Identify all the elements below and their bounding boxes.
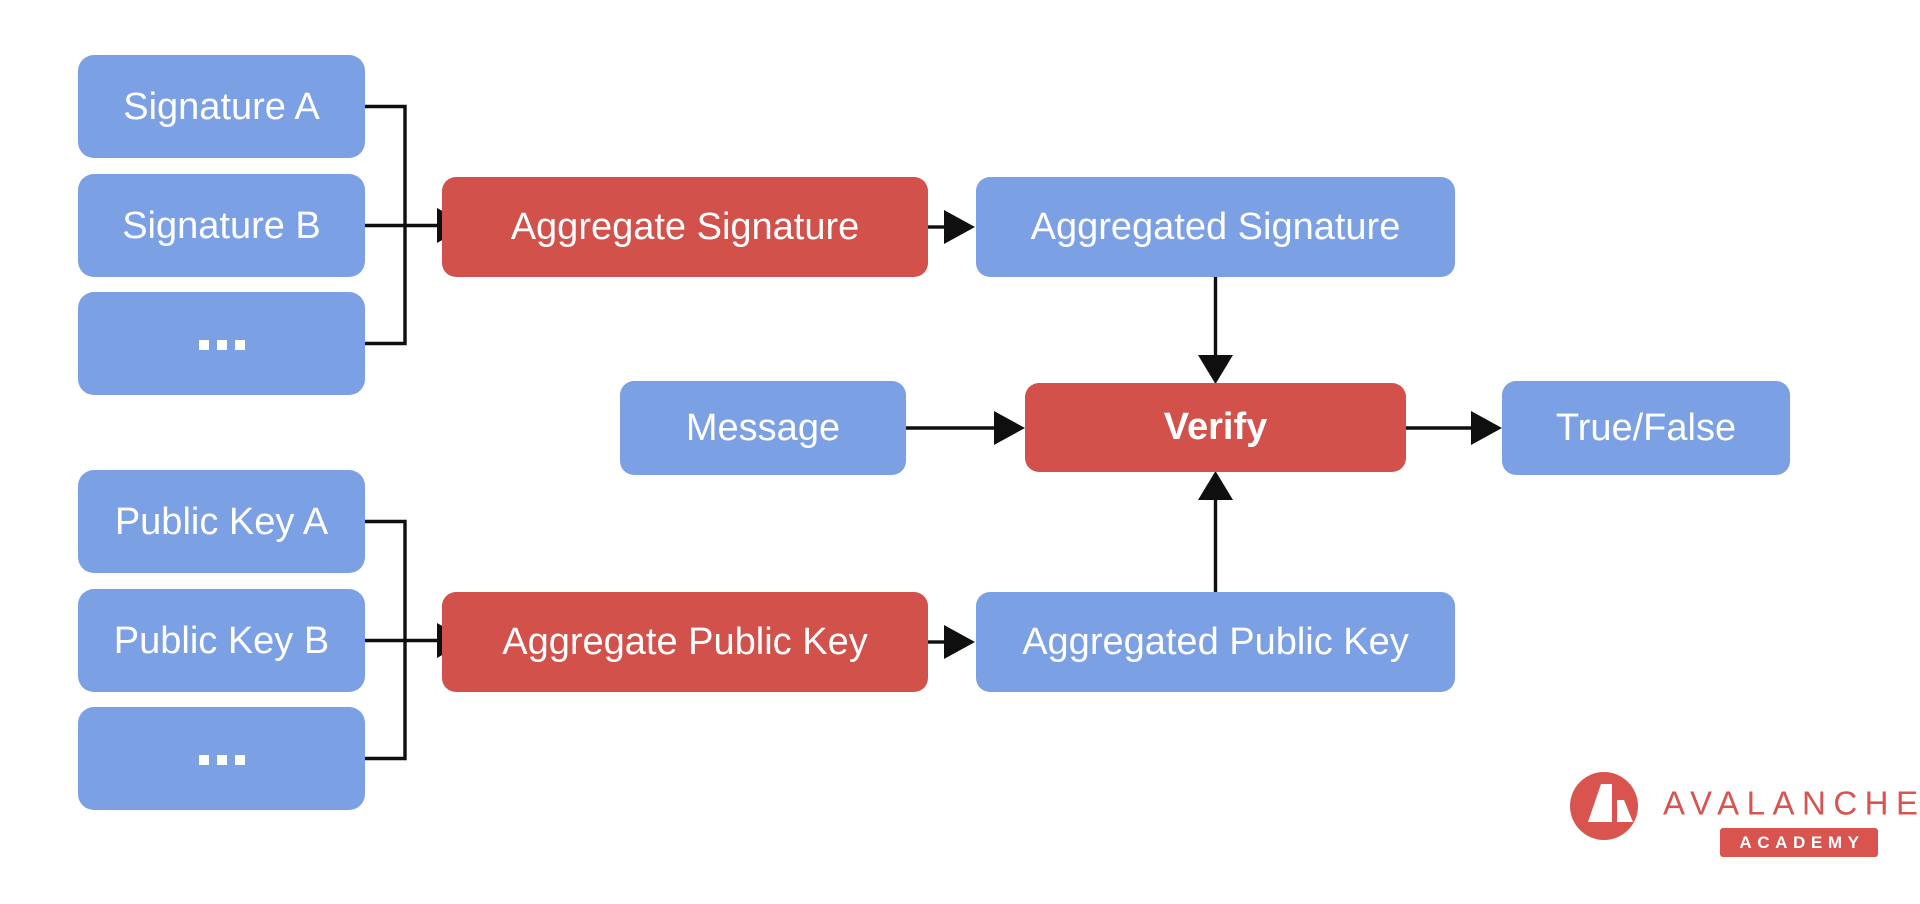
avalanche-logo-mark-icon <box>1570 772 1638 840</box>
node-signature-b[interactable]: Signature B <box>78 174 365 277</box>
node-public-key-b-label: Public Key B <box>114 620 329 662</box>
node-aggregate-public-key[interactable]: Aggregate Public Key <box>442 592 928 692</box>
node-public-key-b[interactable]: Public Key B <box>78 589 365 692</box>
node-public-key-b-shape[interactable] <box>78 589 365 692</box>
node-aggregate-public-key-label: Aggregate Public Key <box>502 621 867 663</box>
edge-aggregated-pk-to-verify <box>1198 471 1233 592</box>
node-verify-label: Verify <box>1164 406 1268 448</box>
node-signature-b-label: Signature B <box>122 205 321 247</box>
ellipsis-icon <box>199 755 245 765</box>
node-true-false[interactable]: True/False <box>1502 381 1790 475</box>
node-verify-shape[interactable] <box>1025 383 1406 472</box>
node-signature-a[interactable]: Signature A <box>78 55 365 158</box>
avalanche-academy-logo[interactable]: AVALANCHE ACADEMY <box>1570 772 1920 857</box>
node-signature-b-shape[interactable] <box>78 174 365 277</box>
arrow-head-icon <box>1198 355 1233 384</box>
node-aggregate-signature-label: Aggregate Signature <box>511 206 860 248</box>
node-true-false-shape[interactable] <box>1502 381 1790 475</box>
arrow-head-icon <box>944 625 975 659</box>
arrow-head-icon <box>1471 411 1502 445</box>
node-verify[interactable]: Verify <box>1025 383 1406 472</box>
arrow-head-icon <box>1198 471 1233 500</box>
edge-aggregate-to-aggregated-pk <box>928 625 975 659</box>
node-aggregated-public-key[interactable]: Aggregated Public Key <box>976 592 1455 692</box>
node-signature-a-label: Signature A <box>123 86 320 128</box>
avalanche-wordmark: AVALANCHE <box>1663 785 1920 822</box>
node-aggregated-public-key-label: Aggregated Public Key <box>1022 621 1409 663</box>
node-signature-a-shape[interactable] <box>78 55 365 158</box>
arrow-head-icon <box>994 411 1025 445</box>
node-signature-more[interactable]: ... <box>78 292 365 395</box>
node-aggregated-public-key-shape[interactable] <box>976 592 1455 692</box>
node-message-shape[interactable] <box>620 381 906 475</box>
node-public-key-a[interactable]: Public Key A <box>78 470 365 573</box>
academy-badge: ACADEMY <box>1720 828 1878 857</box>
node-public-key-more[interactable]: ... <box>78 707 365 810</box>
arrow-head-icon <box>944 210 975 244</box>
node-aggregated-signature[interactable]: Aggregated Signature <box>976 177 1455 277</box>
node-message[interactable]: Message <box>620 381 906 475</box>
edge-aggregate-to-aggregated-sig <box>928 210 975 244</box>
node-message-label: Message <box>686 407 840 449</box>
node-aggregated-signature-shape[interactable] <box>976 177 1455 277</box>
academy-badge-label: ACADEMY <box>1739 833 1864 852</box>
node-true-false-label: True/False <box>1556 407 1736 449</box>
node-public-key-a-label: Public Key A <box>115 501 329 543</box>
node-public-key-a-shape[interactable] <box>78 470 365 573</box>
ellipsis-icon <box>199 340 245 350</box>
edge-verify-to-true-false <box>1406 411 1502 445</box>
node-aggregate-signature[interactable]: Aggregate Signature <box>442 177 928 277</box>
node-aggregate-public-key-shape[interactable] <box>442 592 928 692</box>
edge-aggregated-sig-to-verify <box>1198 277 1233 384</box>
node-aggregate-signature-shape[interactable] <box>442 177 928 277</box>
node-aggregated-signature-label: Aggregated Signature <box>1031 206 1401 248</box>
edge-message-to-verify <box>906 411 1025 445</box>
